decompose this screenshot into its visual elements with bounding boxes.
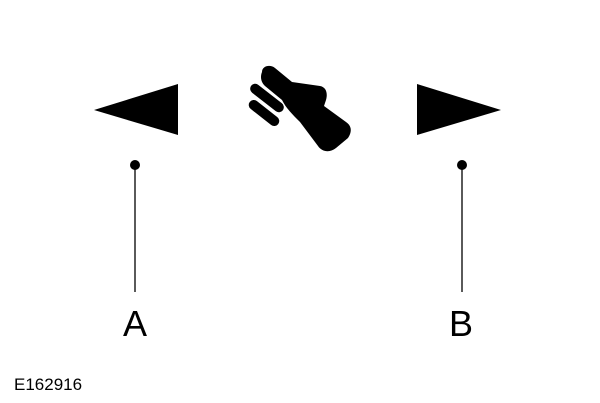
- left-arrow-icon: [94, 84, 178, 135]
- callout-label-a: A: [122, 303, 147, 344]
- callout-label-b: B: [448, 303, 473, 344]
- right-arrow-icon: [417, 84, 501, 135]
- callout-a-leader: [130, 160, 140, 292]
- hand-swipe-icon: [248, 65, 351, 152]
- callout-b-leader: [457, 160, 467, 292]
- reference-code: E162916: [14, 375, 83, 394]
